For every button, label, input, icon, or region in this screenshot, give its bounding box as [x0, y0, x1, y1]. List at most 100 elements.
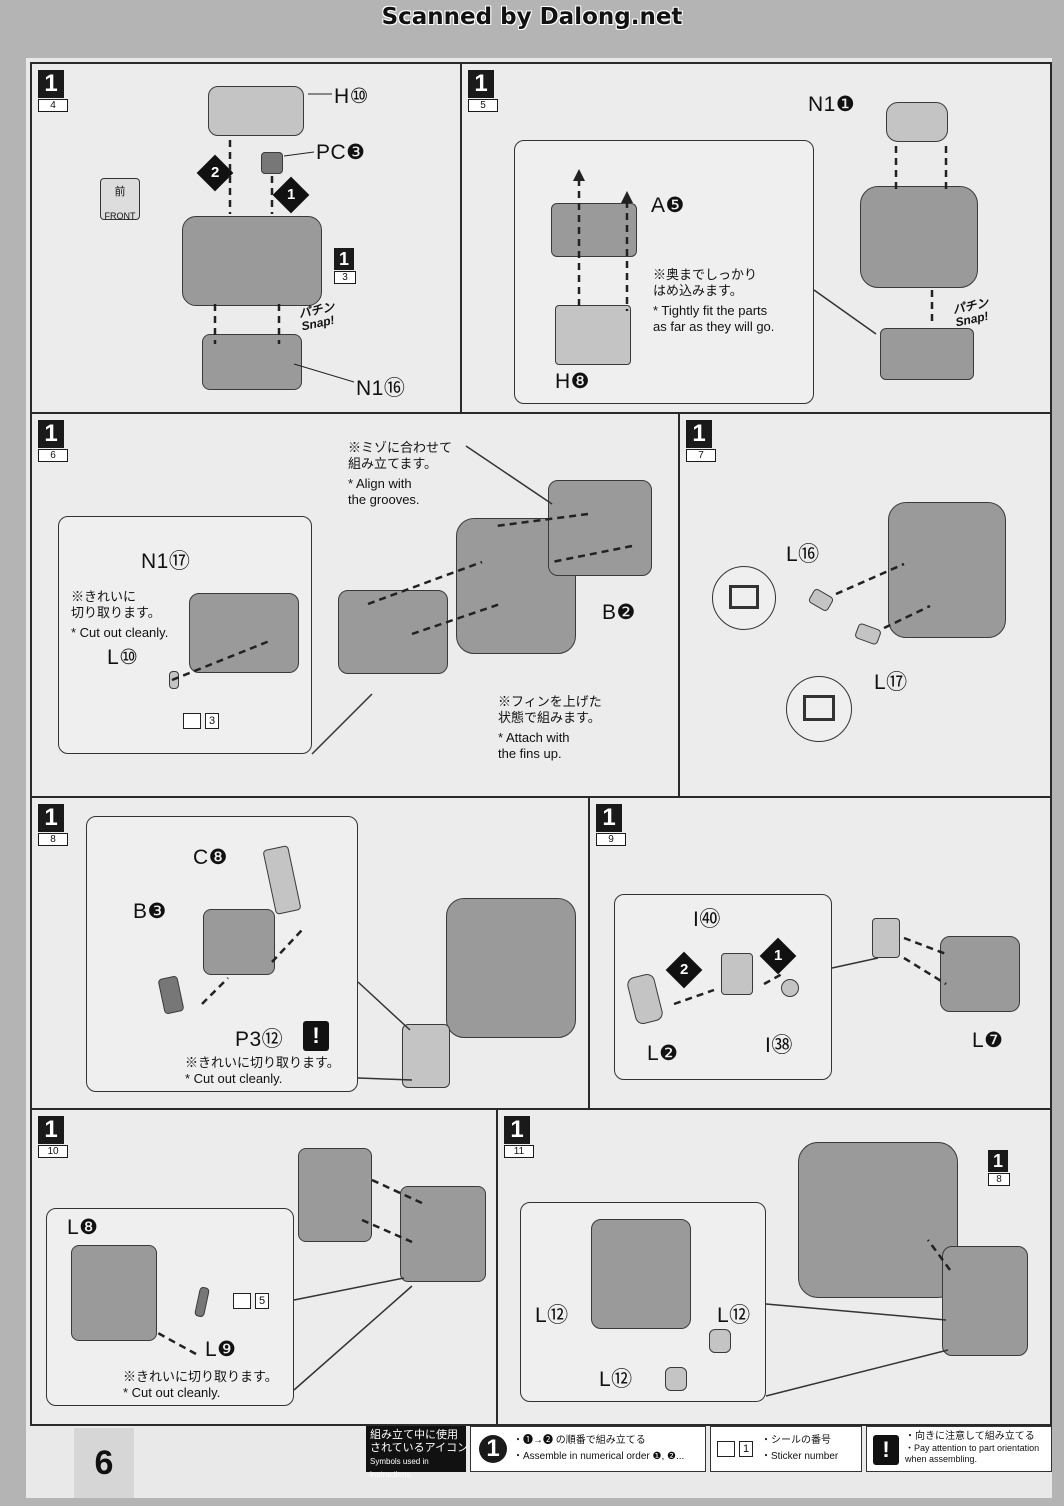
- step-substep: 10: [38, 1145, 68, 1158]
- label-l8: L❽: [67, 1216, 99, 1239]
- note-en-grooves: * Align with the grooves.: [348, 476, 420, 507]
- part-p3-12-sticker: [157, 975, 185, 1015]
- part-l12-cap-b: [665, 1367, 687, 1391]
- step-substep: 4: [38, 99, 68, 112]
- scan-credit: Scanned by Dalong.net: [381, 4, 683, 30]
- label-l12-right: L⑫: [717, 1304, 751, 1327]
- step-8-tag: 1 8: [38, 804, 68, 846]
- step-number: 1: [596, 804, 622, 832]
- part-a5: [551, 203, 637, 257]
- legend-title-en: Symbols used in instructions: [370, 1457, 429, 1479]
- step-8-panel: 1 8 C❽ B❸ P3⑫ ! ※きれいに切り取ります。 * Cut out c…: [30, 796, 590, 1110]
- front-label: FRONT: [104, 211, 136, 221]
- step-10-panel: 1 10 L❽ L❾ 5 ※きれいに切り取ります。 * Cut out clea…: [30, 1108, 498, 1426]
- part-l17-sticker: [853, 622, 883, 646]
- label-b2: B❷: [602, 601, 636, 624]
- sticker-3-number: 3: [205, 713, 219, 729]
- step-6-inset: N1⑰ L⑩ ※きれいに 切り取ります。 * Cut out cleanly. …: [58, 516, 312, 754]
- part-l8: [71, 1245, 157, 1341]
- step-number: 1: [38, 70, 64, 98]
- part-n1-17: [189, 593, 299, 673]
- legend-order-icon: 1: [479, 1435, 507, 1463]
- legend-warning-icon: !: [873, 1435, 899, 1465]
- part-chest-final: [798, 1142, 958, 1298]
- legend-order-en: ・Assemble in numerical order ❶, ❷...: [513, 1451, 685, 1462]
- front-kanji: 前: [114, 186, 126, 198]
- step-11-panel: 1 11 L⑫ L⑫ L⑫ 1 8: [496, 1108, 1052, 1426]
- part-l2-placed: [872, 918, 900, 958]
- part-h8: [555, 305, 631, 365]
- symbol-legend: 組み立て中に使用 されているアイコン Symbols used in instr…: [366, 1426, 1052, 1479]
- part-c8: [262, 845, 302, 915]
- label-a5: A❺: [651, 194, 685, 217]
- step-11-tag: 1 11: [504, 1116, 534, 1158]
- step-9-panel: 1 9 I㊵ I㊳ L❷ 2 1 L❼: [588, 796, 1052, 1110]
- part-i38: [781, 979, 799, 997]
- instruction-sheet: 1 4 前 FRONT H⑩ PC❸ N1⑯ 2 1 1 3 パチン Snap!: [26, 58, 1052, 1498]
- part-n1-1: [886, 102, 948, 142]
- part-arm-attached: [942, 1246, 1028, 1356]
- part-chest-front: [446, 898, 576, 1038]
- legend-order-jp: ・❶→❷ の順番で組み立てる: [513, 1435, 646, 1446]
- label-h8: H❽: [555, 370, 590, 393]
- step-substep: 6: [38, 449, 68, 462]
- step-number: 1: [468, 70, 494, 98]
- label-i38: I㊳: [765, 1034, 793, 1057]
- step-9-inset: I㊵ I㊳ L❷ 2 1: [614, 894, 832, 1080]
- ref-step-substep: 8: [988, 1173, 1010, 1186]
- order-badge-1: 1: [272, 176, 310, 214]
- snap-sound-text: パチン Snap!: [951, 296, 993, 330]
- step-substep: 7: [686, 449, 716, 462]
- label-l7: L❼: [972, 1029, 1004, 1052]
- step-5-inset: A❺ H❽ ※奥までしっかり はめ込みます。 * Tightly fit the…: [514, 140, 814, 404]
- label-h10: H⑩: [334, 85, 369, 108]
- note-jp-fins: ※フィンを上げた 状態で組みます。: [498, 694, 602, 725]
- legend-sticker-jp: ・シールの番号: [761, 1435, 831, 1446]
- step-substep: 9: [596, 833, 626, 846]
- part-chest-body: [860, 186, 978, 288]
- step-10-inset: L❽ L❾ 5 ※きれいに切り取ります。 * Cut out cleanly.: [46, 1208, 294, 1406]
- step-number: 1: [686, 420, 712, 448]
- note-jp-fit: ※奥までしっかり はめ込みます。: [653, 267, 758, 298]
- step-number: 1: [38, 1116, 64, 1144]
- label-l12-left: L⑫: [535, 1304, 569, 1327]
- step-8-inset: C❽ B❸ P3⑫ ! ※きれいに切り取ります。 * Cut out clean…: [86, 816, 358, 1092]
- legend-sticker-number: 1: [739, 1441, 753, 1457]
- note-en-fit: * Tightly fit the parts as far as they w…: [653, 303, 775, 334]
- step-6-tag: 1 6: [38, 420, 68, 462]
- label-l12-bottom: L⑫: [599, 1368, 633, 1391]
- part-b3: [203, 909, 275, 975]
- part-l16-sticker: [807, 587, 835, 613]
- label-c8: C❽: [193, 846, 228, 869]
- sticker-5-number: 5: [255, 1293, 269, 1309]
- note-en-cut: * Cut out cleanly.: [71, 625, 169, 640]
- order-badge-1: 1: [759, 937, 797, 975]
- ref-step-substep: 3: [334, 271, 356, 284]
- legend-sticker-en: ・Sticker number: [761, 1451, 839, 1462]
- part-l12-cap-a: [709, 1329, 731, 1353]
- label-pc3: PC❸: [316, 141, 366, 164]
- label-p3-12: P3⑫: [235, 1028, 284, 1051]
- step-5-tag: 1 5: [468, 70, 498, 112]
- label-n1-1: N1❶: [808, 93, 856, 116]
- step-number: 1: [504, 1116, 530, 1144]
- legend-title: 組み立て中に使用 されているアイコン Symbols used in instr…: [366, 1426, 468, 1479]
- part-arm-block: [591, 1219, 691, 1329]
- page-number: 6: [74, 1428, 134, 1498]
- ref-step-number: 1: [334, 248, 354, 270]
- l16-zoom-frame: [729, 585, 759, 609]
- label-l2: L❷: [647, 1042, 679, 1065]
- part-b3-placed: [402, 1024, 450, 1088]
- part-l9-sticker: [193, 1286, 211, 1318]
- order-badge-2: 2: [196, 154, 234, 192]
- l17-zoom-frame: [803, 695, 835, 721]
- l17-zoom-circle: [786, 676, 852, 742]
- step-7-tag: 1 7: [686, 420, 716, 462]
- note-jp-cut: ※きれいに切り取ります。: [185, 1055, 340, 1070]
- legend-order: 1 ・❶→❷ の順番で組み立てる ・Assemble in numerical …: [470, 1426, 706, 1472]
- step-11-inset: L⑫ L⑫ L⑫: [520, 1202, 766, 1402]
- step-5-panel: 1 5 A❺ H❽ ※奥までしっかり はめ込みます。 * Tightly fit…: [460, 62, 1052, 414]
- step-4-tag: 1 4: [38, 70, 68, 112]
- sticker-3-icon: [183, 713, 201, 729]
- step-number: 1: [38, 804, 64, 832]
